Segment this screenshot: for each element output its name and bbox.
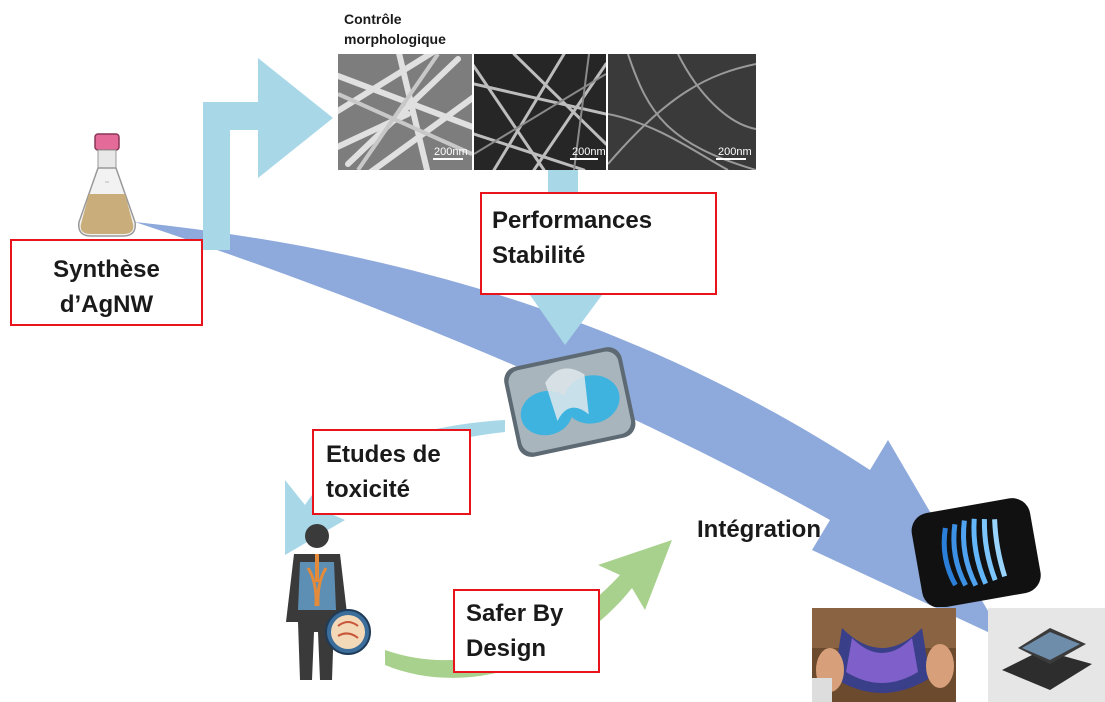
sem-panel-1-scale: 200nm — [434, 146, 468, 158]
integration-label: Intégration — [697, 516, 821, 543]
synthesis-label-line2: d’AgNW — [59, 290, 154, 318]
micrograph-title-line2: morphologique — [344, 31, 446, 48]
toxicity-arrow — [285, 420, 505, 555]
sem-panel-3-scale: 200nm — [718, 146, 752, 158]
transparent-electrode-icon — [504, 347, 636, 457]
sem-panel-1-image — [338, 54, 472, 170]
flexible-display-icon — [911, 498, 1041, 607]
toxicity-box: Etudes de toxicité — [312, 429, 471, 515]
sem-micrograph: 200nm — [338, 54, 472, 170]
synthesis-box: Synthèse d’AgNW — [10, 239, 203, 326]
human-body-icon — [286, 524, 371, 680]
sem-panel-2-image — [474, 54, 606, 170]
sem-panel-3-image — [608, 54, 756, 170]
safer-label-line2: Design — [466, 634, 547, 662]
sem-panel-2-scale: 200nm — [572, 146, 606, 158]
micrograph-title: Contrôle morphologique — [344, 9, 446, 50]
micrograph-title-line1: Contrôle — [344, 11, 402, 27]
morphology-arrow — [203, 58, 333, 250]
folding-tablet-photo — [988, 608, 1105, 702]
performance-label-line2: Stabilité — [492, 241, 586, 269]
main-integration-arrow — [135, 222, 1005, 640]
toxicity-label-line2: toxicité — [326, 475, 411, 503]
synthesis-label-line1: Synthèse — [53, 256, 160, 283]
sem-micrograph: 200nm — [474, 54, 606, 170]
toxicity-label-line1: Etudes de — [326, 441, 441, 468]
flask-icon — [78, 133, 136, 237]
sem-micrograph: 200nm — [608, 54, 756, 170]
safer-label-line1: Safer By — [466, 600, 564, 627]
safer-by-design-box: Safer By Design — [453, 589, 600, 673]
bent-screen-photo — [812, 608, 956, 702]
performance-box: Performances Stabilité — [480, 192, 717, 295]
performance-label-line1: Performances — [492, 207, 653, 234]
